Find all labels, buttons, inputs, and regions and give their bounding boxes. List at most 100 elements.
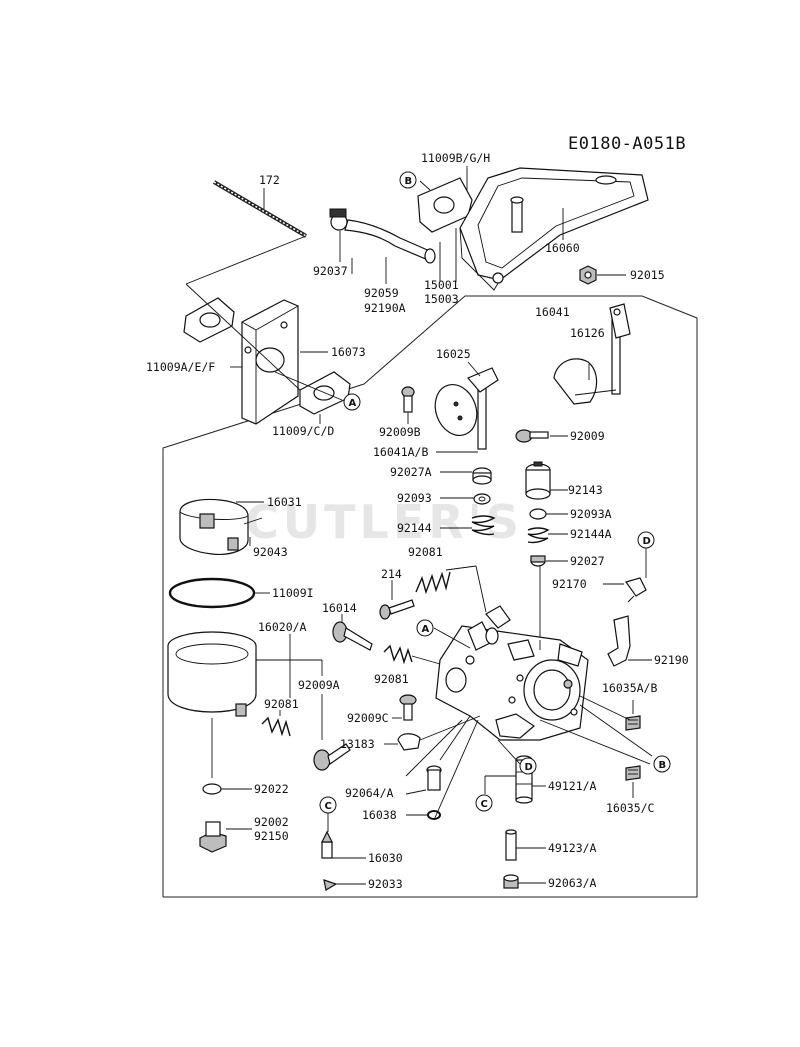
gasket-11009I (168, 577, 256, 609)
seal-92093 (473, 493, 491, 505)
float-16031 (179, 498, 249, 555)
label-92093A: 92093A (570, 507, 612, 521)
screw-92009C (399, 694, 417, 721)
choke-shaft-16041A (467, 367, 499, 450)
throttle-shaft-16041 (609, 303, 631, 395)
callout-A-gasket: A (343, 393, 361, 411)
label-92015: 92015 (630, 268, 665, 282)
label-92144: 92144 (397, 521, 432, 535)
label-13183: 13183 (340, 737, 375, 751)
callout-D-body: D (519, 757, 537, 775)
screw-16035C (625, 765, 641, 781)
stud-172 (212, 180, 308, 238)
screw-16035AB (625, 715, 641, 731)
screw-214 (379, 599, 415, 620)
label-92027A: 92027A (390, 465, 432, 479)
label-16041: 16041 (535, 305, 570, 319)
label-92059: 92059 (364, 286, 399, 300)
callout-C-tube: C (475, 794, 493, 812)
label-49121-A: 49121/A (548, 779, 597, 793)
diagram-code: E0180-A051B (568, 134, 686, 154)
svg-text:B: B (659, 760, 667, 771)
clip-92170 (625, 577, 647, 603)
label-16038: 16038 (362, 808, 397, 822)
label-16031: 16031 (267, 495, 302, 509)
svg-text:C: C (481, 799, 488, 810)
bushing-92027 (530, 555, 546, 567)
spring-92144A (527, 527, 550, 544)
label-92170: 92170 (552, 577, 587, 591)
callout-B-body: B (653, 755, 671, 773)
throttle-plate-16126 (553, 358, 598, 405)
label-92190: 92190 (654, 653, 689, 667)
label-92009A: 92009A (298, 678, 340, 692)
label-92022: 92022 (254, 782, 289, 796)
carburetor-group-frame (162, 295, 698, 898)
svg-text:D: D (643, 536, 651, 547)
label-15003: 15003 (424, 292, 459, 306)
spring-92081-a (415, 571, 451, 595)
label-92064-A: 92064/A (345, 786, 394, 800)
screw-92009B (401, 386, 415, 413)
label-92143: 92143 (568, 483, 603, 497)
label-92043: 92043 (253, 545, 288, 559)
label-92009B: 92009B (379, 425, 421, 439)
jet-92064A (426, 765, 442, 791)
label-92009: 92009 (570, 429, 605, 443)
label-11009B-G-H: 11009B/G/H (421, 151, 490, 165)
svg-text:B: B (405, 176, 413, 187)
bushing-92027A (472, 467, 492, 485)
label-11009A-E-F: 11009A/E/F (146, 360, 215, 374)
label-16014: 16014 (322, 601, 357, 615)
callout-C-needle: C (319, 796, 337, 814)
label-16030: 16030 (368, 851, 403, 865)
choke-plate-16025 (434, 384, 478, 436)
label-92081-mid: 92081 (374, 672, 409, 686)
plug-92002 (199, 821, 227, 853)
label-16020-A: 16020/A (258, 620, 307, 634)
label-16035A-B: 16035A/B (602, 681, 657, 695)
jet-49123A (505, 829, 517, 861)
air-cleaner-base-16060 (459, 167, 649, 291)
spring-92081-c (261, 716, 291, 737)
label-92081-top: 92081 (408, 545, 443, 559)
label-92093: 92093 (397, 491, 432, 505)
label-92150: 92150 (254, 829, 289, 843)
screw-16014 (332, 621, 373, 651)
label-214: 214 (381, 567, 402, 581)
label-16060: 16060 (545, 241, 580, 255)
label-92002: 92002 (254, 815, 289, 829)
washer-92022 (202, 783, 222, 795)
spring-92144 (471, 515, 496, 536)
label-11009I: 11009I (272, 586, 314, 600)
svg-text:A: A (422, 624, 430, 635)
label-92081-low: 92081 (264, 697, 299, 711)
float-bowl-16020A (167, 631, 257, 717)
clip-92033 (323, 879, 338, 891)
svg-text:A: A (349, 398, 357, 409)
label-92190A: 92190A (364, 301, 406, 315)
seal-92093A (529, 508, 547, 520)
label-172: 172 (259, 173, 280, 187)
nut-92015 (579, 265, 597, 285)
hose-92059 (344, 219, 433, 261)
callout-D-top: D (637, 531, 655, 549)
clamp-92037 (329, 208, 348, 231)
label-92144A: 92144A (570, 527, 612, 541)
carburetor-body (435, 605, 589, 741)
label-16035-C: 16035/C (606, 801, 655, 815)
screw-92009A (313, 743, 351, 771)
cap-92143 (525, 461, 551, 500)
label-92027: 92027 (570, 554, 605, 568)
label-49123-A: 49123/A (548, 841, 597, 855)
svg-text:D: D (525, 762, 533, 773)
label-16073: 16073 (331, 345, 366, 359)
label-92037: 92037 (313, 264, 348, 278)
callout-B-top: B (399, 171, 417, 189)
float-needle-16030 (321, 830, 333, 859)
svg-text:C: C (325, 801, 332, 812)
label-92009C: 92009C (347, 711, 389, 725)
label-15001: 15001 (424, 278, 459, 292)
tube-92190 (607, 615, 631, 667)
